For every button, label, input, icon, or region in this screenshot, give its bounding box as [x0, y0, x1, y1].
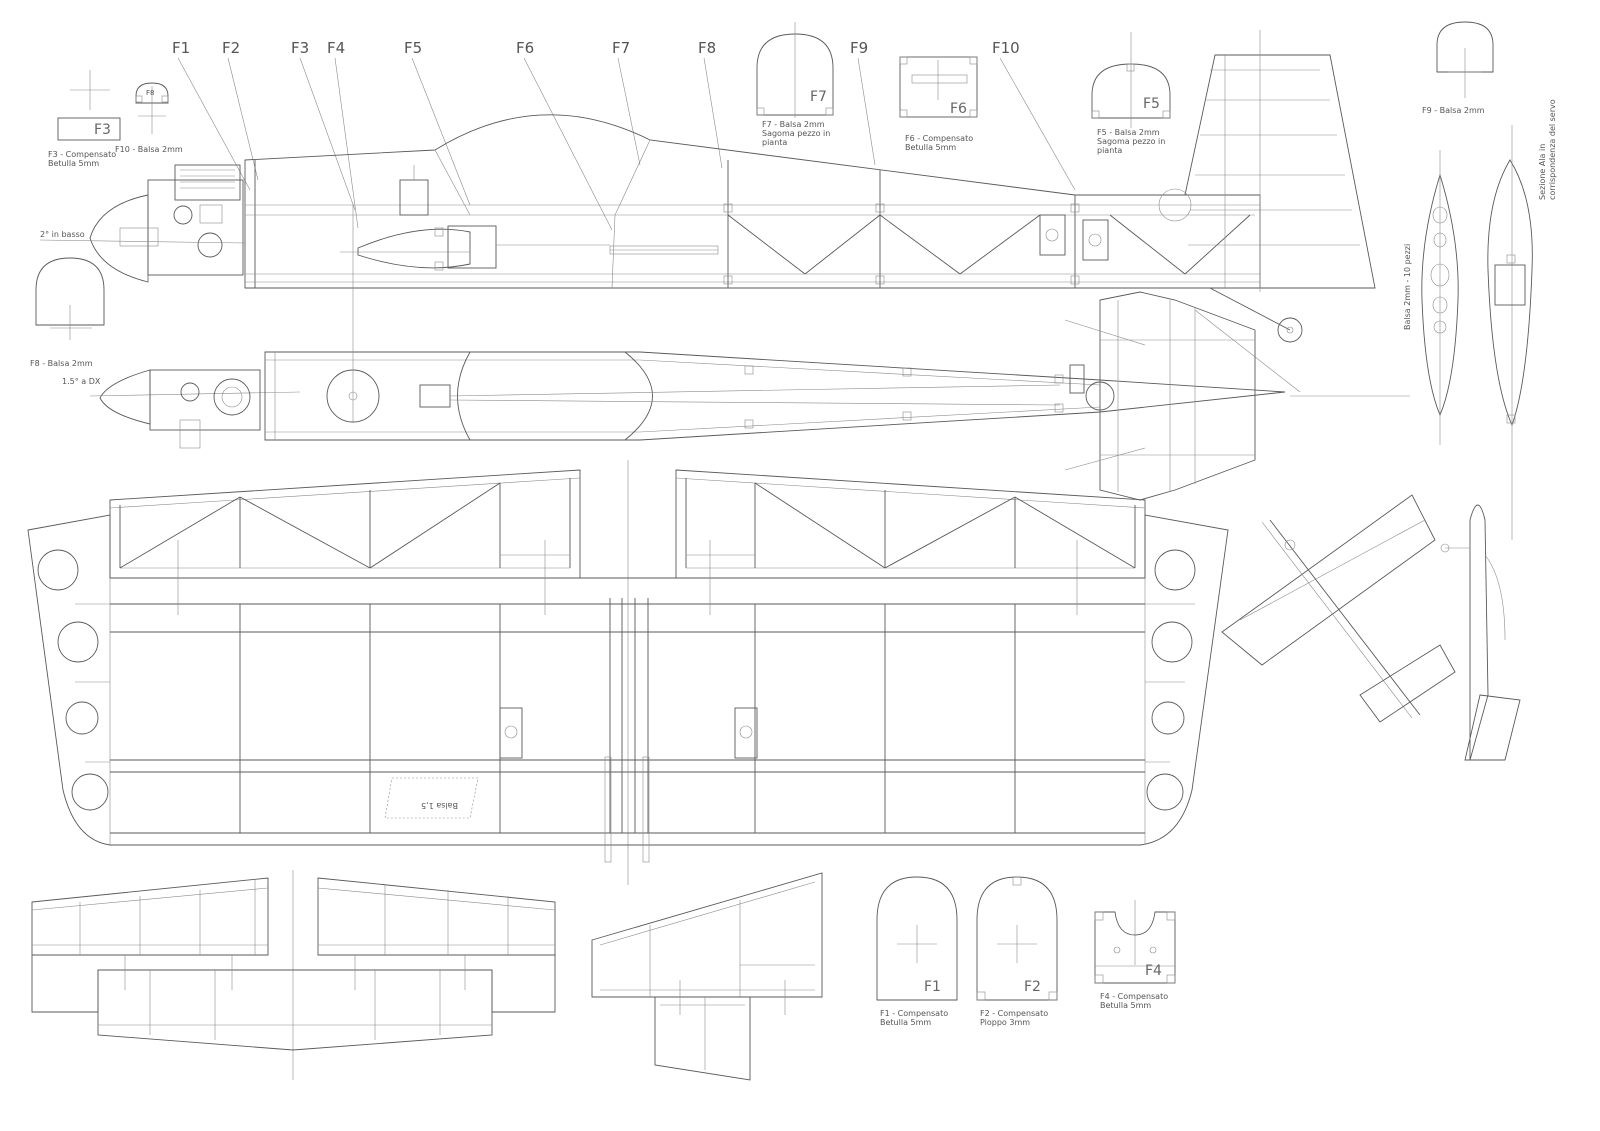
thrust-right-note: 1.5° a DX [62, 377, 101, 386]
station-label-f10: F10 [992, 39, 1020, 57]
part-f4: F4 F4 - Compensato Betulla 5mm [1094, 900, 1176, 1010]
part-f9: F9 - Balsa 2mm [1422, 21, 1494, 115]
station-label-f9: F9 [850, 39, 868, 57]
part-f5-label-1: F5 - Balsa 2mm [1097, 128, 1160, 137]
station-label-f4: F4 [327, 39, 345, 57]
wing-plan: Balsa 1,5 [27, 460, 1229, 885]
part-f8: F8 - Balsa 2mm [30, 257, 105, 368]
part-f1: F1 F1 - Compensato Betulla 5mm [876, 876, 958, 1027]
part-f10: F8 F10 - Balsa 2mm [115, 82, 183, 154]
part-f6: F6 F6 - Compensato Betulla 5mm [899, 56, 978, 152]
fuselage-top-view: 1.5° a DX [62, 205, 1410, 501]
part-f6-label-2: Betulla 5mm [905, 143, 956, 152]
part-f3-code: F3 [94, 122, 111, 138]
station-labels: F1 F2 F3 F4 F5 F6 F7 F8 F9 F10 [172, 39, 1020, 57]
servo-section-view: Sezione Ala in corrispondenza del servo [1487, 99, 1557, 540]
part-f3-label-2: Betulla 5mm [48, 159, 99, 168]
part-f5-code: F5 [1143, 96, 1160, 112]
part-f7: F7 F7 - Balsa 2mm Sagoma pezzo in pianta [756, 22, 834, 147]
stabilizer-plan [31, 870, 556, 1080]
fin-plan [591, 872, 823, 1081]
part-f7-label-3: pianta [762, 138, 787, 147]
part-f10-code: F8 [146, 89, 154, 97]
part-f2: F2 F2 - Compensato Pioppo 3mm [976, 876, 1058, 1027]
part-f6-label-1: F6 - Compensato [905, 134, 973, 143]
part-f8-label: F8 - Balsa 2mm [30, 359, 93, 368]
fuselage-side-view: 2° in basso [39, 30, 1376, 343]
station-label-f7: F7 [612, 39, 630, 57]
part-f3-label-1: F3 - Compensato [48, 150, 116, 159]
part-f1-label-2: Betulla 5mm [880, 1018, 931, 1027]
rib-view: Balsa 2mm - 10 pezzi [1403, 150, 1459, 445]
fuselage-truss [723, 160, 1251, 288]
part-f2-label-1: F2 - Compensato [980, 1009, 1048, 1018]
station-label-f1: F1 [172, 39, 190, 57]
part-f9-label: F9 - Balsa 2mm [1422, 106, 1485, 115]
part-f5-label-2: Sagoma pezzo in [1097, 137, 1165, 146]
engine-top [149, 369, 261, 449]
part-f4-code: F4 [1145, 963, 1162, 979]
part-f7-label-2: Sagoma pezzo in [762, 129, 830, 138]
station-leaders [177, 57, 1076, 231]
part-f1-label-1: F1 - Compensato [880, 1009, 948, 1018]
station-label-f5: F5 [404, 39, 422, 57]
engine-side [119, 164, 244, 276]
overview-side [1440, 504, 1521, 761]
part-f5-label-3: pianta [1097, 146, 1122, 155]
part-f1-code: F1 [924, 979, 941, 995]
part-f4-label-2: Betulla 5mm [1100, 1001, 1151, 1010]
rib-note: Balsa 2mm - 10 pezzi [1403, 244, 1412, 330]
overview-top [1221, 494, 1456, 723]
part-f7-label-1: F7 - Balsa 2mm [762, 120, 825, 129]
wing-sheet-note: Balsa 1,5 [421, 801, 458, 810]
station-label-f3: F3 [291, 39, 309, 57]
part-f2-label-2: Pioppo 3mm [980, 1018, 1030, 1027]
thrust-down-note: 2° in basso [40, 230, 85, 239]
part-f6-code: F6 [950, 101, 967, 117]
part-f3: F3 F3 - Compensato Betulla 5mm [48, 70, 121, 168]
station-label-f6: F6 [516, 39, 534, 57]
part-f4-label-1: F4 - Compensato [1100, 992, 1168, 1001]
part-f10-label: F10 - Balsa 2mm [115, 145, 183, 154]
station-label-f2: F2 [222, 39, 240, 57]
station-label-f8: F8 [698, 39, 716, 57]
part-f2-code: F2 [1024, 979, 1041, 995]
servo-section-label-1: Sezione Ala in [1538, 144, 1547, 200]
part-f7-code: F7 [810, 89, 827, 105]
part-f5: F5 F5 - Balsa 2mm Sagoma pezzo in pianta [1091, 32, 1171, 155]
servo-section-label-2: corrispondenza del servo [1548, 99, 1557, 200]
